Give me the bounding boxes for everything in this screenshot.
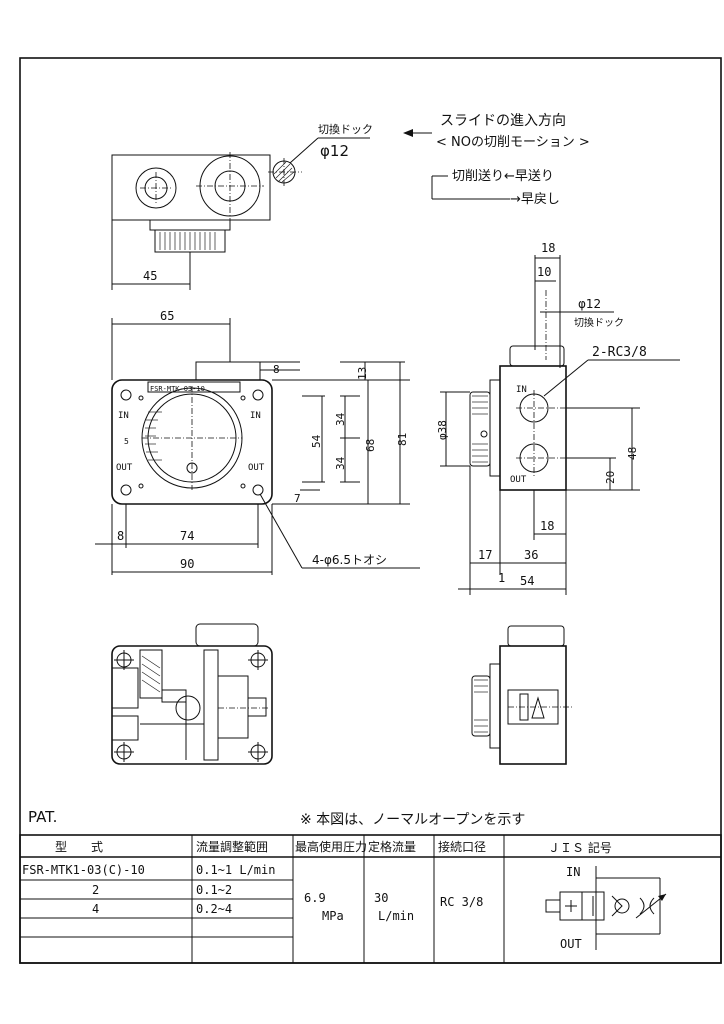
slide-direction-label: スライドの進入方向 xyxy=(440,113,566,129)
max-pressure-unit: MPa xyxy=(322,909,344,923)
top-view: 切換ドック φ12 スライドの進入方向 < NOの切削モーション > 切削送り←… xyxy=(111,113,590,290)
dim-1: 1 xyxy=(498,571,505,585)
header-model: 型 式 xyxy=(55,840,103,854)
row-2-range: 0.1~2 xyxy=(196,883,232,897)
dim-20: 20 xyxy=(604,471,617,484)
dim-65: 65 xyxy=(160,309,174,323)
port-note: 2-RC3/8 xyxy=(592,345,647,360)
pat-label: PAT. xyxy=(28,808,57,826)
header-jis-symbol: ＪＩＳ 記号 xyxy=(548,840,612,855)
jis-in-label: IN xyxy=(566,865,580,879)
side-out-mark: OUT xyxy=(510,475,527,485)
hole-note: 4-φ6.5トオシ xyxy=(312,553,387,567)
dim-81: 81 xyxy=(396,433,409,446)
side-view-body xyxy=(499,365,567,491)
dim-36: 36 xyxy=(524,548,538,562)
row-3-range: 0.2~4 xyxy=(196,902,232,916)
dog-label: 切換ドック xyxy=(318,123,373,136)
feed-label: 切削送り←早送り xyxy=(452,169,554,184)
in-mark-right: IN xyxy=(250,411,261,421)
motion-label: < NOの切削モーション > xyxy=(436,135,590,150)
header-max-pressure: 最高使用圧力 xyxy=(295,839,367,854)
row-3-model: 4 xyxy=(92,902,99,916)
port-size-value: RC 3/8 xyxy=(440,895,483,909)
in-mark-left: IN xyxy=(118,411,129,421)
rated-flow-unit: L/min xyxy=(378,909,414,923)
row-2-model: 2 xyxy=(92,883,99,897)
spec-table: 型 式 流量調整範囲 最高使用圧力 定格流量 接続口径 ＪＩＳ 記号 FSR-M… xyxy=(19,834,722,964)
dim-13: 13 xyxy=(356,367,369,380)
knob-top xyxy=(195,361,261,381)
jis-out-label: OUT xyxy=(560,937,582,951)
normal-open-note: ※ 本図は、ノーマルオープンを示す xyxy=(300,812,525,828)
bottom-section-view xyxy=(111,623,273,765)
dim-34-upper: 34 xyxy=(334,412,347,426)
rated-flow-value: 30 xyxy=(374,891,388,905)
dog-label-side: 切換ドック xyxy=(574,317,624,329)
header-rated-flow: 定格流量 xyxy=(368,839,416,854)
header-port-size: 接続口径 xyxy=(438,839,486,854)
side-knob xyxy=(469,391,491,467)
side-in-mark: IN xyxy=(516,385,527,395)
dim-8-top: 8 xyxy=(273,363,280,376)
bottom-side-view xyxy=(471,625,572,765)
dog-diameter: φ12 xyxy=(320,142,349,160)
dim-7: 7 xyxy=(294,492,301,505)
max-pressure-value: 6.9 xyxy=(304,891,326,905)
out-mark-right: OUT xyxy=(248,463,265,473)
dim-17: 17 xyxy=(478,548,492,562)
dim-74: 74 xyxy=(180,529,194,543)
nameplate-text: FSR-MTK-03-10 xyxy=(150,385,205,393)
dim-45: 45 xyxy=(143,269,157,283)
side-view: 18 10 φ12 切換ドック IN OUT 2-RC3/8 xyxy=(436,241,680,595)
dim-68: 68 xyxy=(364,439,377,452)
dim-18-top: 18 xyxy=(541,241,555,255)
front-view: 65 FSR-MTK-03-10 IN IN OUT OUT 5 xyxy=(95,309,420,575)
dim-phi38: φ38 xyxy=(436,420,449,440)
return-label: →早戻し xyxy=(510,192,560,207)
direction-arrow-icon xyxy=(403,129,413,137)
jis-symbol: IN OUT xyxy=(545,865,667,951)
dim-5: 5 xyxy=(124,437,129,446)
dim-10: 10 xyxy=(537,265,551,279)
row-1-model: FSR-MTK1-03(C)-10 xyxy=(22,863,145,877)
dim-54: 54 xyxy=(310,434,323,448)
dim-54-side: 54 xyxy=(520,574,534,588)
dim-90: 90 xyxy=(180,557,194,571)
dim-48: 48 xyxy=(626,447,639,460)
dim-34-lower: 34 xyxy=(334,456,347,470)
dim-18-bottom: 18 xyxy=(540,519,554,533)
dim-8-left: 8 xyxy=(117,529,124,543)
row-1-range: 0.1~1 L/min xyxy=(196,863,275,877)
dog-diameter-side: φ12 xyxy=(578,297,601,311)
front-view-body xyxy=(111,379,273,505)
header-flow-range: 流量調整範囲 xyxy=(196,839,268,854)
out-mark-left: OUT xyxy=(116,463,133,473)
